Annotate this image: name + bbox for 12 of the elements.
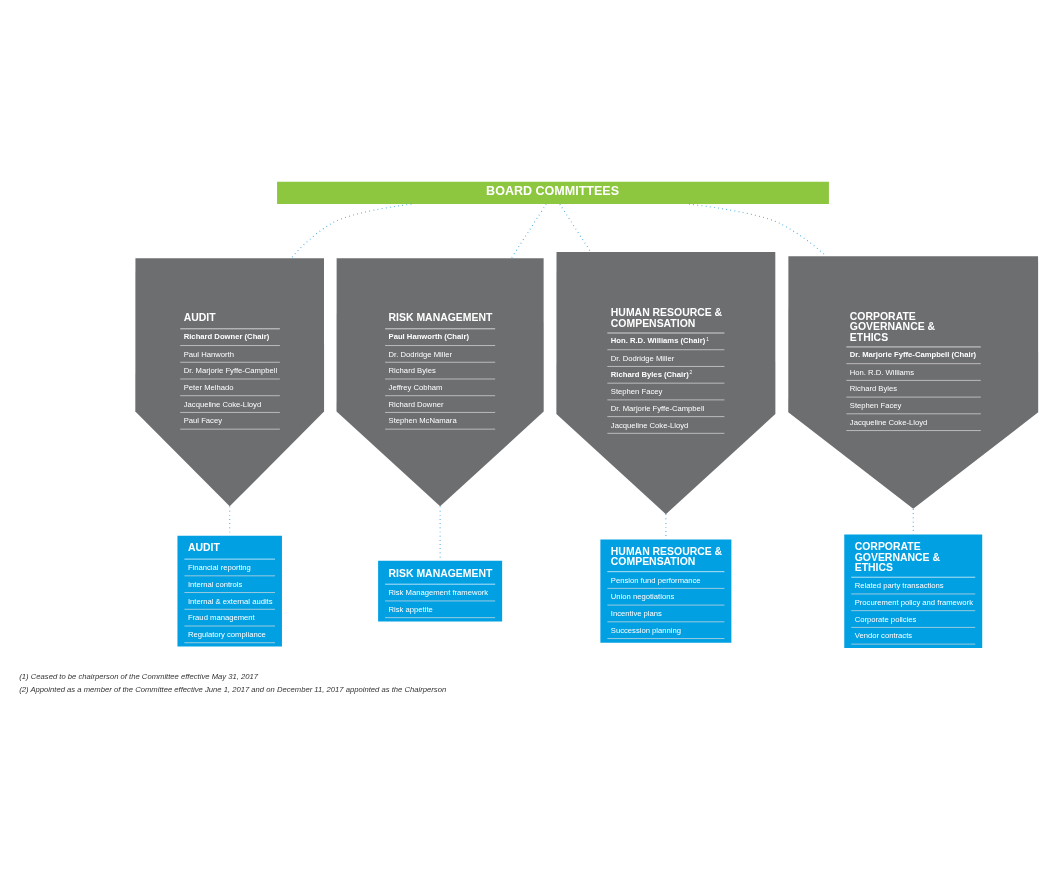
connector	[439, 505, 441, 561]
connector	[665, 513, 667, 540]
connector	[290, 203, 412, 259]
label: (2) Appointed as a member of the Committee effective June 1, 2017 and on December 11, 2017 appointed as the Chairperson	[19, 684, 447, 694]
node-box: AUDIT Financial reporting Internal controls Internal & external audits Fraud management Regulatory compliance	[177, 535, 282, 647]
node-box: HUMAN RESOURCE & COMPENSATION Pension fund performance Union negotiations Incentive plans Succession planning	[600, 539, 732, 643]
connector	[510, 203, 547, 259]
connector	[559, 203, 592, 252]
node-box: CORPORATE GOVERNANCE & ETHICS Related party transactions Procurement policy and framework Corporate policies Vendor contracts	[844, 533, 983, 648]
label: (1) Ceased to be chairperson of the Committee effective May 31, 2017	[19, 671, 259, 681]
node-box: BOARD COMMITTEES	[277, 181, 829, 204]
connector	[912, 507, 914, 535]
